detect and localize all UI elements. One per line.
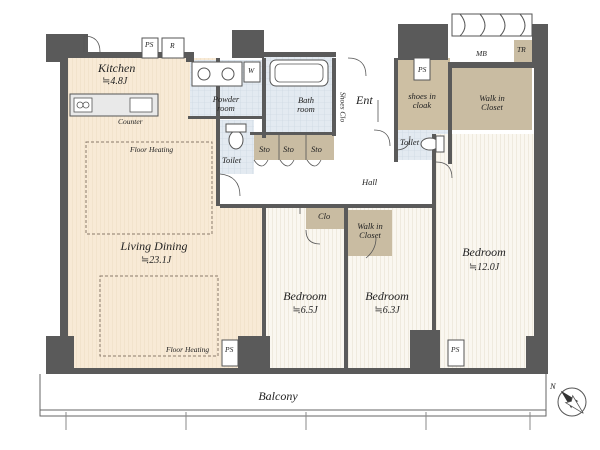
storage-cabinets	[253, 135, 322, 167]
mb-floor	[452, 40, 514, 66]
toilet-1-fixture	[225, 123, 247, 150]
floor-heating-top-label: Floor Heating	[130, 145, 174, 154]
bathtub	[269, 59, 329, 87]
powder-room-label: Powder room	[212, 94, 240, 114]
storage-floor	[254, 135, 334, 160]
walk-in-closet-entry-label: Walk in Closet	[479, 93, 505, 113]
ps-living-box	[221, 339, 239, 367]
ps-kitchen-label: PS	[145, 40, 154, 49]
bath-room-label: Bath room	[297, 95, 315, 115]
shoes-cloak-label: shoes in cloak	[408, 91, 436, 111]
mb-label: MB	[476, 49, 487, 58]
counter-label: Counter	[118, 117, 143, 126]
walk-in-closet-entry-floor	[452, 68, 532, 130]
storage-label-3: Sto	[311, 144, 322, 154]
storage-label-2: Sto	[283, 144, 294, 154]
ps-shoes-box	[413, 57, 431, 81]
compass-label: N	[550, 381, 556, 391]
bedroom-1-label: Bedroom	[283, 289, 327, 303]
bedroom-3-area: ≒12.0J	[468, 262, 500, 273]
refrigerator-label: R	[170, 41, 175, 50]
north-compass-icon	[557, 387, 587, 417]
entrance-floor	[334, 58, 394, 133]
door-swings	[83, 35, 453, 259]
kitchen-area: ≒4.8J	[102, 76, 128, 87]
bedroom-2-area: ≒6.3J	[374, 305, 400, 316]
refrigerator-box	[161, 37, 185, 59]
entrance-label: Ent	[356, 93, 373, 107]
toilet-2-fixture	[420, 135, 445, 153]
walk-in-closet-hall-label: Walk in Closet	[357, 221, 383, 241]
balcony-rail	[39, 374, 547, 430]
living-dining-area: ≒23.1J	[140, 255, 172, 266]
closet-floor	[306, 207, 344, 229]
living-dining-label: Living Dining	[120, 239, 188, 253]
tr-label: TR	[517, 45, 526, 54]
walls	[46, 24, 548, 374]
ps-shoes-label: PS	[418, 65, 427, 74]
ps-living-label: PS	[225, 345, 234, 354]
kitchen-label: Kitchen	[98, 61, 136, 75]
bedroom-1-area: ≒6.5J	[292, 305, 318, 316]
closet-label: Clo	[318, 211, 331, 221]
ps-bedroom-box	[447, 339, 465, 367]
ps-bedroom-label: PS	[451, 345, 460, 354]
shoes-closet-label: Shoes Clo	[338, 92, 348, 123]
washer-label: W	[248, 66, 255, 75]
top-windows	[451, 13, 533, 37]
floor-heating-bottom-label: Floor Heating	[166, 345, 210, 354]
bedroom-2-label: Bedroom	[365, 289, 409, 303]
bedroom-3-label: Bedroom	[462, 245, 506, 259]
toilet-2-label: Toilet	[400, 137, 420, 147]
tr-floor	[514, 40, 532, 66]
walk-in-closet-hall-floor	[348, 210, 392, 256]
floor-heating-zone-top	[85, 141, 213, 235]
ps-kitchen-box	[141, 37, 159, 59]
storage-label-1: Sto	[259, 144, 270, 154]
hall-label: Hall	[362, 177, 378, 187]
kitchen-counter	[69, 93, 159, 117]
floor-heating-zone-bottom	[99, 275, 219, 357]
balcony-label: Balcony	[258, 389, 298, 403]
powder-room-sinks	[191, 61, 261, 87]
bedroom-3-floor	[436, 134, 534, 370]
toilet-1-label: Toilet	[222, 155, 242, 165]
